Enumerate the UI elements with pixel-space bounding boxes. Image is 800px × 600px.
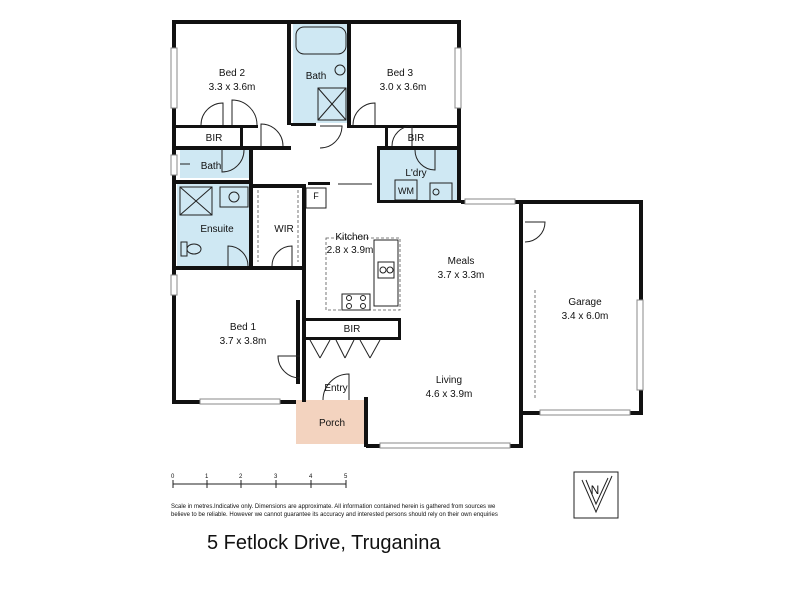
porch-area: [296, 400, 366, 444]
laundry-label: L'dry: [405, 168, 426, 179]
disclaimer-line-2: believe to be reliable. However we canno…: [171, 512, 498, 518]
wm-label: WM: [398, 186, 414, 196]
garage-label: Garage: [568, 297, 602, 308]
wir-label: WIR: [274, 224, 293, 235]
bir-right-label: BIR: [408, 133, 425, 144]
bed1-dims: 3.7 x 3.8m: [220, 336, 267, 347]
kitchen-dims: 2.8 x 3.9m: [327, 245, 374, 256]
scale-tick-0: 0: [171, 474, 175, 480]
windows: [170, 47, 644, 449]
ensuite-shower-icon: [179, 186, 213, 216]
ensuite-vanity-icon: [219, 186, 249, 208]
kitchen-bench: [325, 237, 401, 311]
living-label: Living: [436, 375, 462, 386]
bed1-label: Bed 1: [230, 322, 257, 333]
porch-label: Porch: [319, 418, 345, 429]
scale-tick-5: 5: [344, 474, 348, 480]
disclaimer-line-1: Scale in metres.Indicative only. Dimensi…: [171, 504, 496, 510]
meals-label: Meals: [448, 256, 475, 267]
bed3-dims: 3.0 x 3.6m: [380, 82, 427, 93]
toilet-icon: [180, 241, 202, 257]
shower-icon: [317, 87, 347, 121]
bir-left-label: BIR: [206, 133, 223, 144]
scale-tick-3: 3: [274, 474, 278, 480]
bath-small-label: Bath: [201, 161, 222, 172]
north-arrow-icon: N: [573, 471, 619, 519]
kitchen-label: Kitchen: [335, 232, 368, 243]
bathtub-icon: [295, 26, 347, 55]
basin-icon: [334, 64, 346, 76]
bed3-label: Bed 3: [387, 68, 414, 79]
scale-tick-2: 2: [239, 474, 243, 480]
bed2-dims: 3.3 x 3.6m: [209, 82, 256, 93]
meals-dims: 3.7 x 3.3m: [438, 270, 485, 281]
scale-tick-1: 1: [205, 474, 209, 480]
scale-tick-4: 4: [309, 474, 313, 480]
doors: [200, 99, 546, 401]
ensuite-label: Ensuite: [200, 224, 234, 235]
compass-letter: N: [591, 483, 600, 497]
living-dims: 4.6 x 3.9m: [426, 389, 473, 400]
wir-shelves: [257, 190, 299, 262]
garage-dims: 3.4 x 6.0m: [562, 311, 609, 322]
fridge-label: F: [313, 191, 319, 201]
bir-kitchen-label: BIR: [344, 324, 361, 335]
entry-label: Entry: [324, 383, 347, 394]
bath-top-label: Bath: [306, 71, 327, 82]
bed2-label: Bed 2: [219, 68, 246, 79]
scale-bar: 0 1 2 3 4 5: [171, 474, 348, 488]
property-address: 5 Fetlock Drive, Truganina: [207, 532, 441, 554]
